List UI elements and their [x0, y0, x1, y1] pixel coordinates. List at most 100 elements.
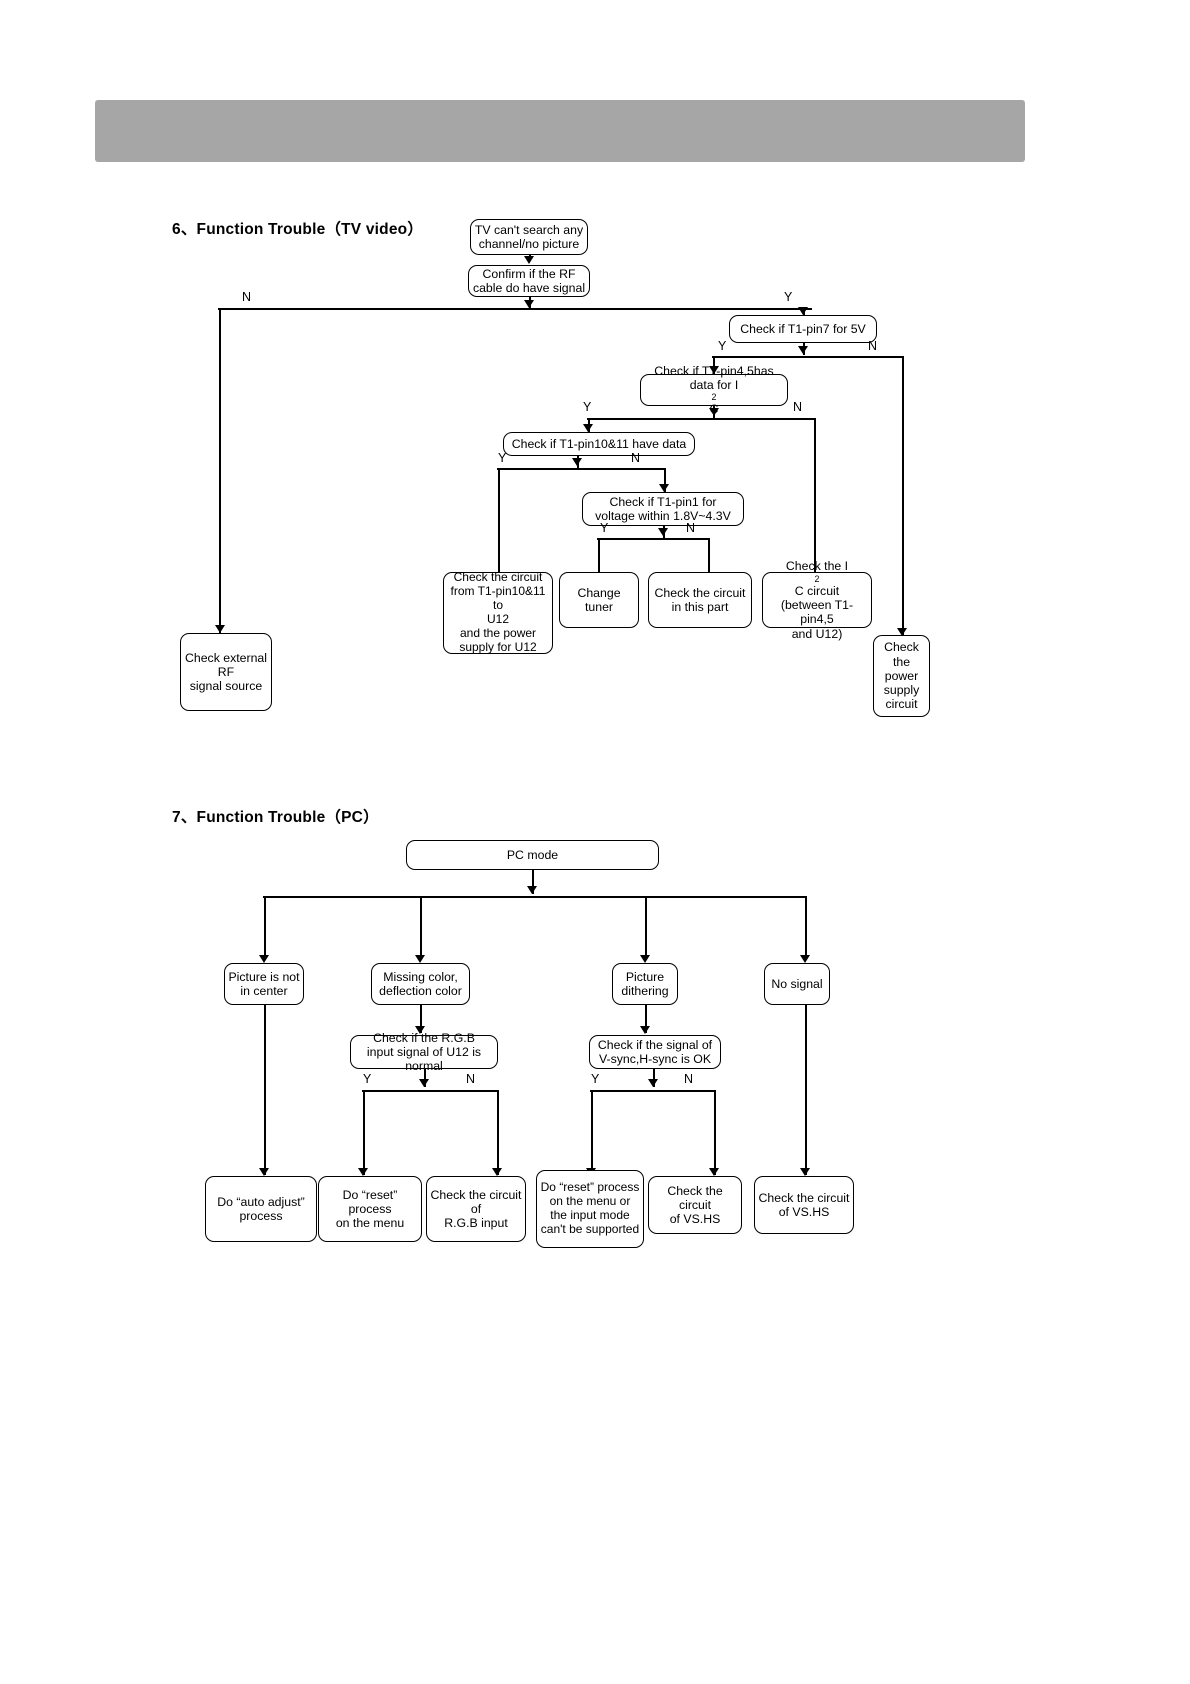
bus-pin7-branch: [712, 356, 904, 358]
node-no-signal-label: No signal: [771, 976, 823, 991]
connector-sync-yes-down: [591, 1090, 593, 1175]
arrow-drop-no-signal: [800, 955, 810, 963]
arrow-missing-to-rgb: [415, 1026, 425, 1034]
node-check-sync: Check if the signal of V-sync,H-sync is …: [589, 1035, 721, 1069]
node-auto-adjust-label: Do “auto adjust” process: [217, 1194, 305, 1223]
arrow-sync-no-down: [709, 1168, 719, 1176]
connector-pcmode-down: [532, 870, 534, 894]
node-check-circuit-pin1011: Check the circuit from T1-pin10&11 to U1…: [443, 570, 553, 654]
node-check-external-rf-label: Check external RF signal source: [184, 650, 268, 694]
arrow-not-center-to-auto-adjust: [259, 1168, 269, 1176]
connector-pin1-no-to-check-part: [708, 538, 710, 572]
bus-pcmode-branch: [263, 896, 806, 898]
bus-sync-branch: [590, 1090, 715, 1092]
arrow-drop-missing-color: [415, 955, 425, 963]
label-pin45-yes: Y: [583, 400, 592, 414]
arrow-pin7-yes-down: [709, 366, 719, 374]
arrow-rgb-down: [419, 1079, 429, 1087]
node-reset-menu: Do “reset” process on the menu: [318, 1176, 422, 1242]
node-missing-color: Missing color, deflection color: [371, 963, 470, 1005]
arrow-drop-not-center: [259, 955, 269, 963]
node-check-power-supply: Check the power supply circuit: [873, 635, 930, 717]
node-tv-start: TV can't search any channel/no picture: [470, 219, 588, 255]
label-pin1011-yes: Y: [498, 451, 507, 465]
connector-rgb-no-down: [497, 1090, 499, 1175]
node-check-pin1-label: Check if T1-pin1 for voltage within 1.8V…: [595, 494, 731, 523]
connector-drop-no-signal: [805, 896, 807, 960]
node-check-rgb-label: Check if the R.G.B input signal of U12 i…: [366, 1030, 482, 1074]
label-pin7-yes: Y: [718, 339, 727, 353]
label-rgb-yes: Y: [363, 1072, 372, 1086]
node-auto-adjust: Do “auto adjust” process: [205, 1176, 317, 1242]
arrow-start-to-confirm: [524, 256, 534, 264]
arrow-pin45-down: [709, 408, 719, 416]
connector-drop-not-center: [264, 896, 266, 960]
node-check-circuit-part-label: Check the circuit in this part: [654, 585, 746, 614]
connector-drop-dithering: [645, 896, 647, 960]
arrow-pin7-down: [798, 346, 808, 354]
arrow-yes-to-pin7: [798, 307, 808, 315]
arrow-pin1-down: [658, 528, 668, 536]
node-confirm-rf-label: Confirm if the RF cable do have signal: [472, 266, 586, 295]
node-check-vshs-1-label: Check the circuit of VS.HS: [667, 1183, 723, 1227]
node-check-pin7: Check if T1-pin7 for 5V: [729, 315, 877, 343]
node-check-circuit-part: Check the circuit in this part: [648, 572, 752, 628]
connector-pin7-yes-down: [713, 356, 715, 374]
connector-pin1011-no-down: [664, 468, 666, 492]
section-title-pc: 7、Function Trouble（PC）: [172, 809, 379, 826]
arrow-no-signal-to-vshs: [800, 1168, 810, 1176]
header-band: [95, 100, 1025, 162]
bus-pin45-branch: [587, 418, 815, 420]
node-check-pin1: Check if T1-pin1 for voltage within 1.8V…: [582, 492, 744, 526]
node-reset-or-unsupported-label: Do “reset” process on the menu or the in…: [540, 1180, 640, 1236]
connector-pin1011-yes-down: [498, 468, 500, 572]
label-confirm-yes: Y: [784, 290, 793, 304]
node-check-pin7-label: Check if T1-pin7 for 5V: [740, 321, 866, 336]
label-rgb-no: N: [466, 1072, 476, 1086]
label-pin1-yes: Y: [600, 521, 609, 535]
node-check-sync-label: Check if the signal of V-sync,H-sync is …: [597, 1037, 713, 1066]
node-check-vshs-2-label: Check the circuit of VS.HS: [758, 1190, 850, 1219]
bus-confirm-branch: [218, 308, 812, 310]
connector-missing-to-rgb: [420, 1005, 422, 1033]
arrow-rgb-yes-down: [358, 1168, 368, 1176]
bus-pin1011-branch: [497, 468, 665, 470]
node-change-tuner: Change tuner: [559, 572, 639, 628]
arrow-sync-down: [648, 1079, 658, 1087]
node-check-rgb-input: Check the circuit of R.G.B input: [426, 1176, 526, 1242]
connector-no-to-external-rf: [219, 308, 221, 635]
connector-rgb-down: [424, 1069, 426, 1087]
connector-rgb-yes-down: [363, 1090, 365, 1175]
label-sync-no: N: [684, 1072, 694, 1086]
arrow-confirm-down: [524, 300, 534, 308]
connector-sync-no-down: [714, 1090, 716, 1175]
arrow-pin45-yes-down: [583, 424, 593, 432]
label-pin1011-no: N: [631, 451, 641, 465]
connector-dither-to-sync: [645, 1005, 647, 1033]
arrow-dither-to-sync: [640, 1026, 650, 1034]
node-change-tuner-label: Change tuner: [577, 585, 621, 614]
arrow-no-to-external-rf: [215, 625, 225, 633]
arrow-pin1011-down: [572, 458, 582, 466]
node-confirm-rf: Confirm if the RF cable do have signal: [468, 265, 590, 297]
connector-drop-missing-color: [420, 896, 422, 960]
node-pc-mode-label: PC mode: [506, 847, 559, 862]
node-no-signal: No signal: [764, 963, 830, 1005]
connector-pin1-yes-to-change-tuner: [598, 538, 600, 572]
connector-no-signal-to-vshs: [805, 1005, 807, 1175]
node-picture-not-center: Picture is not in center: [224, 963, 304, 1005]
node-picture-dithering-label: Picture dithering: [621, 969, 669, 998]
node-check-rgb: Check if the R.G.B input signal of U12 i…: [350, 1031, 498, 1073]
node-picture-not-center-label: Picture is not in center: [228, 969, 300, 998]
node-check-pin1011: Check if T1-pin10&11 have data: [503, 432, 695, 456]
bus-pin1-branch: [597, 538, 710, 540]
bus-rgb-branch: [362, 1090, 498, 1092]
node-check-external-rf: Check external RF signal source: [180, 633, 272, 711]
label-pin45-no: N: [793, 400, 803, 414]
connector-not-center-to-auto-adjust: [264, 1005, 266, 1175]
